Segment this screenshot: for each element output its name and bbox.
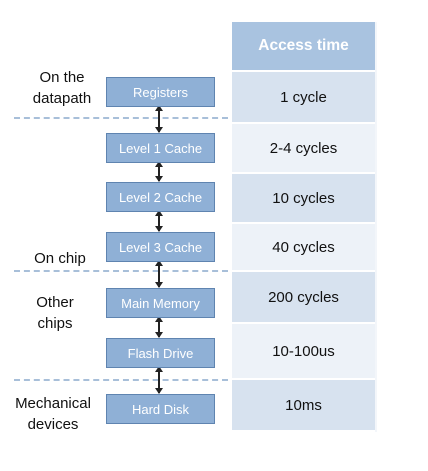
connector-l3-main (158, 261, 160, 287)
label-on-chip: On chip (34, 250, 86, 267)
table-right-border (375, 22, 377, 432)
separator-chip (14, 270, 228, 272)
arrow-down-icon (155, 388, 163, 394)
arrow-down-icon (155, 127, 163, 133)
label-on-the-datapath: On the datapath (22, 67, 102, 109)
access-time-l1: 2-4 cycles (232, 124, 375, 174)
arrow-up-icon (155, 316, 163, 322)
box-hard-disk: Hard Disk (106, 394, 215, 424)
separator-other-chips (14, 379, 228, 381)
box-main-memory: Main Memory (106, 288, 215, 318)
label-other-chips: Other chips (20, 292, 90, 334)
label-datapath-line2: datapath (32, 90, 92, 107)
connector-flash-disk (158, 367, 160, 393)
box-flash-drive: Flash Drive (106, 338, 215, 368)
box-level1-cache: Level 1 Cache (106, 133, 215, 163)
arrow-up-icon (155, 260, 163, 266)
table-header-access-time: Access time (232, 22, 375, 72)
access-time-main-memory: 200 cycles (232, 272, 375, 324)
connector-l2-l3 (158, 211, 160, 231)
label-other-line2: chips (37, 315, 73, 332)
box-level2-cache: Level 2 Cache (106, 182, 215, 212)
arrow-down-icon (155, 176, 163, 182)
label-datapath-line1: On the (39, 69, 85, 86)
access-time-l2: 10 cycles (232, 174, 375, 224)
arrow-up-icon (155, 105, 163, 111)
access-time-registers: 1 cycle (232, 72, 375, 124)
box-level3-cache: Level 3 Cache (106, 232, 215, 262)
arrow-down-icon (155, 226, 163, 232)
arrow-down-icon (155, 282, 163, 288)
access-time-flash: 10-100us (232, 324, 375, 380)
arrow-down-icon (155, 332, 163, 338)
separator-datapath (14, 117, 228, 119)
label-mech-line2: devices (27, 416, 79, 433)
access-time-l3: 40 cycles (232, 224, 375, 272)
label-mech-line1: Mechanical (15, 395, 91, 412)
label-mechanical-devices: Mechanical devices (6, 393, 100, 435)
arrow-up-icon (155, 366, 163, 372)
box-registers: Registers (106, 77, 215, 107)
access-time-hard-disk: 10ms (232, 380, 375, 432)
arrow-up-icon (155, 161, 163, 167)
connector-l1-l2 (158, 162, 160, 181)
connector-registers-l1 (158, 106, 160, 132)
label-other-line1: Other (36, 294, 74, 311)
connector-main-flash (158, 317, 160, 337)
arrow-up-icon (155, 210, 163, 216)
